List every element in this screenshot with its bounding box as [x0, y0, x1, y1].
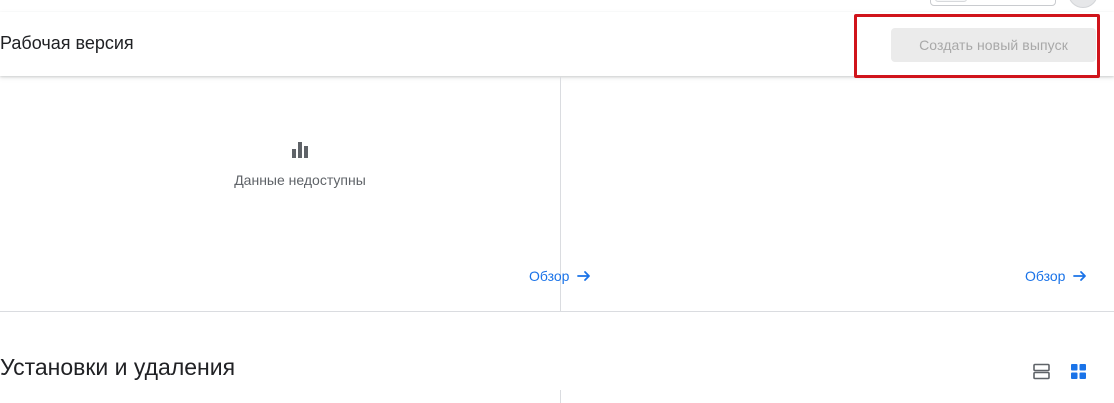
section-divider	[0, 311, 1114, 312]
view-grid-icon[interactable]	[1070, 363, 1087, 380]
create-new-release-button[interactable]: Создать новый выпуск	[891, 28, 1096, 62]
card-divider-bottom	[560, 390, 561, 403]
card-divider	[560, 77, 561, 311]
view-list-icon[interactable]	[1033, 363, 1050, 380]
avatar[interactable]	[1068, 0, 1098, 8]
section-title: Установки и удаления	[0, 354, 236, 380]
no-data-text: Данные недоступны	[234, 172, 366, 188]
header-bar: Рабочая версия Создать новый выпуск	[0, 12, 1114, 76]
arrow-right-icon	[577, 271, 591, 281]
overview-link-left[interactable]: Обзор	[529, 268, 591, 284]
toggle-segment[interactable]	[935, 0, 967, 2]
overview-link-right[interactable]: Обзор	[1025, 268, 1087, 284]
overview-label: Обзор	[529, 268, 570, 284]
arrow-right-icon	[1073, 271, 1087, 281]
overview-label: Обзор	[1025, 268, 1066, 284]
page-title: Рабочая версия	[0, 33, 134, 53]
top-toggle[interactable]	[930, 0, 1056, 6]
bar-chart-icon	[292, 142, 308, 158]
